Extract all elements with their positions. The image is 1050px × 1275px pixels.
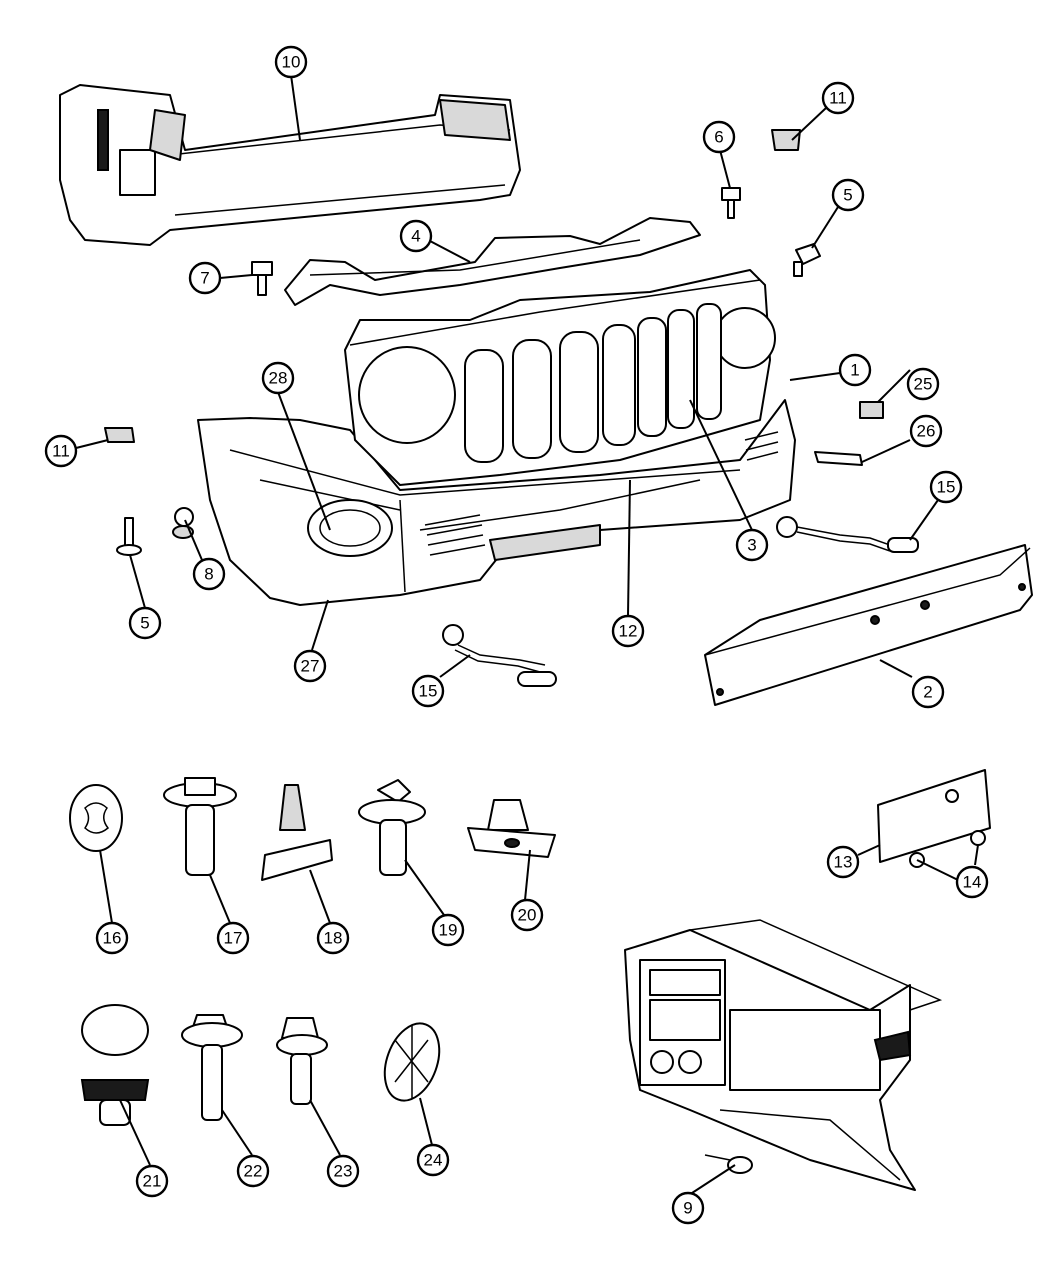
svg-text:17: 17 <box>224 929 243 948</box>
callout-27: 27 <box>293 649 327 683</box>
svg-text:1: 1 <box>850 361 859 380</box>
svg-text:2: 2 <box>923 683 932 702</box>
callout-23: 23 <box>326 1154 360 1188</box>
callout-11: 11 <box>44 434 78 468</box>
svg-text:7: 7 <box>200 269 209 288</box>
svg-text:5: 5 <box>140 614 149 633</box>
part-23-bolt <box>276 1017 328 1105</box>
part-16-grommet <box>69 784 123 852</box>
callout-20: 20 <box>510 898 544 932</box>
callout-4: 4 <box>399 219 433 253</box>
callout-28: 28 <box>261 361 295 395</box>
part-13-plate <box>877 769 991 868</box>
callout-1: 1 <box>838 353 872 387</box>
callout-3: 3 <box>735 528 769 562</box>
callout-14: 14 <box>955 865 989 899</box>
svg-text:9: 9 <box>683 1199 692 1218</box>
part-17-screw <box>163 777 237 876</box>
callout-13: 13 <box>826 845 860 879</box>
callout-5: 5 <box>128 606 162 640</box>
part-4-grille-support <box>284 217 701 306</box>
callout-25: 25 <box>906 367 940 401</box>
svg-text:16: 16 <box>103 929 122 948</box>
leader-lines <box>75 74 979 1194</box>
svg-text:26: 26 <box>917 422 936 441</box>
callout-7: 7 <box>188 261 222 295</box>
svg-text:12: 12 <box>619 622 638 641</box>
callout-17: 17 <box>216 921 250 955</box>
svg-text:19: 19 <box>439 921 458 940</box>
part-10-reinforcement-beam <box>59 84 521 246</box>
svg-text:15: 15 <box>419 682 438 701</box>
fasteners-top <box>104 129 884 556</box>
svg-text:18: 18 <box>324 929 343 948</box>
svg-text:23: 23 <box>334 1162 353 1181</box>
part-19-push-pin <box>358 779 426 876</box>
callout-16: 16 <box>95 921 129 955</box>
instrument-panel <box>624 919 943 1191</box>
callout-19: 19 <box>431 913 465 947</box>
svg-text:4: 4 <box>411 227 420 246</box>
part-1-grille-assembly <box>344 269 776 486</box>
svg-text:6: 6 <box>714 128 723 147</box>
svg-text:11: 11 <box>829 89 847 108</box>
svg-text:15: 15 <box>937 478 956 497</box>
svg-text:14: 14 <box>963 873 982 892</box>
part-15-harness-left <box>442 624 557 687</box>
svg-text:5: 5 <box>843 186 852 205</box>
callout-12: 12 <box>611 614 645 648</box>
svg-text:25: 25 <box>914 375 933 394</box>
part-18-clip <box>261 784 333 881</box>
svg-text:10: 10 <box>282 53 301 72</box>
callout-6: 6 <box>702 120 736 154</box>
svg-text:11: 11 <box>52 442 70 461</box>
callout-15: 15 <box>929 470 963 504</box>
svg-text:27: 27 <box>301 657 320 676</box>
svg-text:28: 28 <box>269 369 288 388</box>
svg-text:21: 21 <box>143 1172 162 1191</box>
callout-22: 22 <box>236 1154 270 1188</box>
part-21-push-rivet <box>80 1004 150 1126</box>
callout-21: 21 <box>135 1164 169 1198</box>
svg-text:8: 8 <box>204 565 213 584</box>
callout-24: 24 <box>416 1143 450 1177</box>
part-24-plug <box>383 1022 441 1102</box>
callout-8: 8 <box>192 557 226 591</box>
svg-text:13: 13 <box>834 853 853 872</box>
part-22-screw <box>181 1014 243 1121</box>
callout-11: 11 <box>821 81 855 115</box>
part-20-u-nut <box>467 799 556 858</box>
callout-15: 15 <box>411 674 445 708</box>
callout-5: 5 <box>831 178 865 212</box>
callout-2: 2 <box>911 675 945 709</box>
callout-26: 26 <box>909 414 943 448</box>
callout-18: 18 <box>316 921 350 955</box>
svg-text:22: 22 <box>244 1162 263 1181</box>
callout-10: 10 <box>274 45 308 79</box>
part-2-energy-absorber <box>704 544 1033 706</box>
callout-9: 9 <box>671 1191 705 1225</box>
svg-text:3: 3 <box>747 536 756 555</box>
svg-text:24: 24 <box>424 1151 443 1170</box>
part-12-front-fascia <box>197 399 796 606</box>
svg-text:20: 20 <box>518 906 537 925</box>
part-15-harness-right <box>776 516 919 553</box>
